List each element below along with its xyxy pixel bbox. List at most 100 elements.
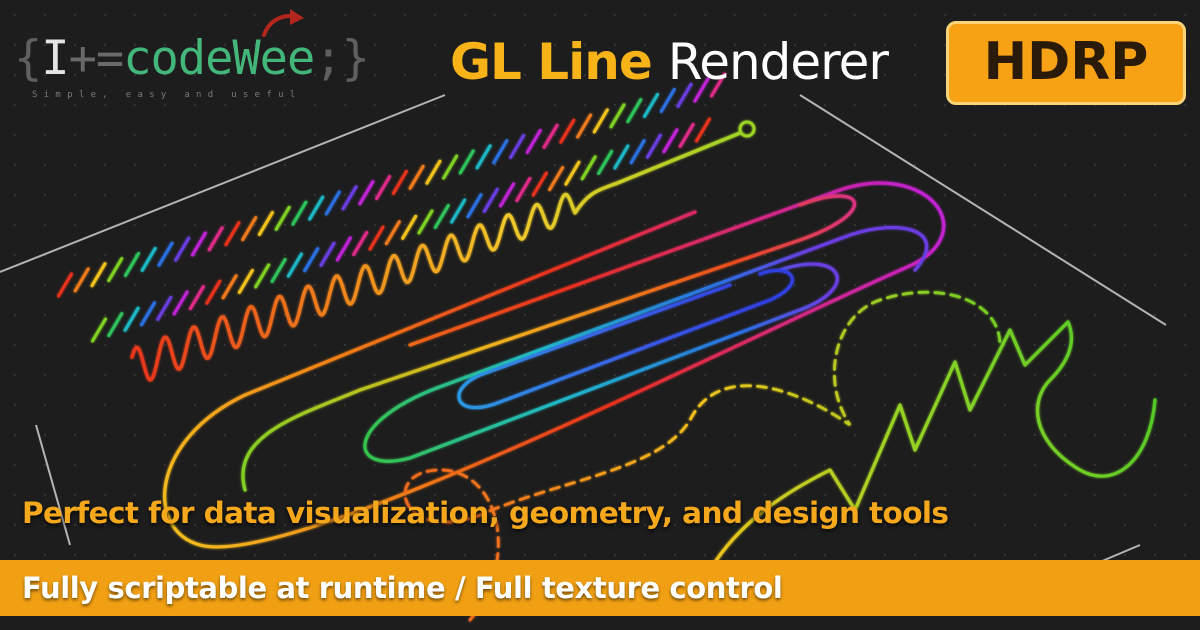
logo-tagline: Simple, easy and useful [32,90,302,100]
spiral-line-second [241,194,856,492]
rainbow-dash [375,175,392,201]
curved-arrow-icon [262,9,304,37]
spiral-line-third [363,225,929,463]
hdrp-badge: HDRP [946,21,1186,105]
logo-brace-open: { [14,31,42,86]
rainbow-dash [442,154,459,180]
rainbow-dash [291,200,308,226]
rainbow-dash [592,108,609,134]
rainbow-dash [124,252,140,277]
rainbow-dash [695,117,711,143]
rainbow-dash [643,93,659,118]
logo-semicolon: ; [314,31,342,86]
rainbow-dash [123,306,140,332]
rainbow-dash [531,171,548,197]
rainbow-dash [384,220,401,246]
sine-wave-path [130,131,742,382]
rainbow-dash [425,159,442,185]
rainbow-dash [576,113,593,139]
spiral-line-outer [163,181,946,549]
rainbow-dash [542,123,559,149]
rainbow-dash [693,77,710,103]
rainbow-dash [303,247,320,273]
rainbow-dash [662,128,679,154]
product-title: GL Line Renderer [450,26,889,98]
title-plain: Renderer [667,33,889,91]
rainbow-dash [257,211,274,236]
rainbow-dash [509,134,526,159]
rainbow-dash [466,193,483,219]
rainbow-dash [207,226,224,252]
rainbow-dash [107,257,124,283]
rainbow-dash [73,267,90,293]
rainbow-dash [241,216,258,242]
zigzag-line [708,320,1157,572]
rainbow-dash [629,139,646,165]
logo-name: codeWee [123,31,315,86]
codewee-logo: {I+=codeWee;} Simple, easy and useful [14,9,424,102]
rainbow-dash [525,128,542,154]
spiral-line-inner [457,268,794,410]
rainbow-dash [140,301,156,327]
grid-plane-edge-left [35,424,71,546]
rainbow-dash [358,180,375,206]
rainbow-dash [107,312,124,338]
rainbow-dash [391,169,408,195]
feature-banner-text: Fully scriptable at runtime / Full textu… [22,571,783,605]
rainbow-dash [417,209,434,235]
rainbow-dash [205,279,222,305]
grid-plane-edge-top-left [0,94,446,273]
rainbow-dash [710,72,726,98]
sine-wave-end-circle [738,120,756,138]
feature-tagline: Perfect for data visualization, geometry… [22,496,949,530]
rainbow-dash [90,262,107,288]
rainbow-dash [308,195,325,221]
rainbow-dash [221,274,238,300]
title-accent: GL Line [450,33,653,91]
rainbow-dash [172,290,189,316]
rainbow-dash-rows [57,72,726,343]
rainbow-dash [237,268,254,294]
rainbow-dash [597,149,614,175]
grid-plane-edge-top-right [799,94,1167,326]
rainbow-dash [676,82,693,108]
rainbow-dash [324,190,341,216]
rainbow-dash [368,225,385,251]
logo-brace-close: } [341,31,370,86]
rainbow-dash [335,236,352,262]
feature-banner: Fully scriptable at runtime / Full textu… [0,560,1200,616]
rainbow-dash [190,231,207,257]
rainbow-dash [646,133,662,159]
rainbow-dash [57,272,73,298]
rainbow-dash [609,103,626,129]
rainbow-dash [433,204,450,229]
rainbow-dash [499,182,516,208]
rainbow-dash [224,221,241,247]
rainbow-dash [157,241,174,267]
rainbow-dash [475,144,492,170]
dashed-curve [403,290,1002,622]
rainbow-dash [341,185,358,211]
logo-operator: += [68,31,125,86]
rainbow-dash [458,149,475,175]
rainbow-dash [678,122,695,148]
rainbow-dash [580,155,597,181]
logo-wordmark: {I+=codeWee;} [14,31,370,86]
rainbow-dash [492,139,509,165]
dashed-curve-path [403,290,1002,622]
rainbow-dash [274,205,291,231]
rainbow-dash [564,160,581,186]
rainbow-dash [559,118,576,144]
spiral-lines [163,181,946,549]
rainbow-dash [156,295,173,321]
rainbow-dash [482,187,499,213]
rainbow-dash [254,263,271,289]
rainbow-dash [140,246,157,272]
rainbow-dash [188,285,205,311]
rainbow-dash [408,164,425,190]
rainbow-dash [626,98,643,124]
rainbow-dash [319,241,336,267]
